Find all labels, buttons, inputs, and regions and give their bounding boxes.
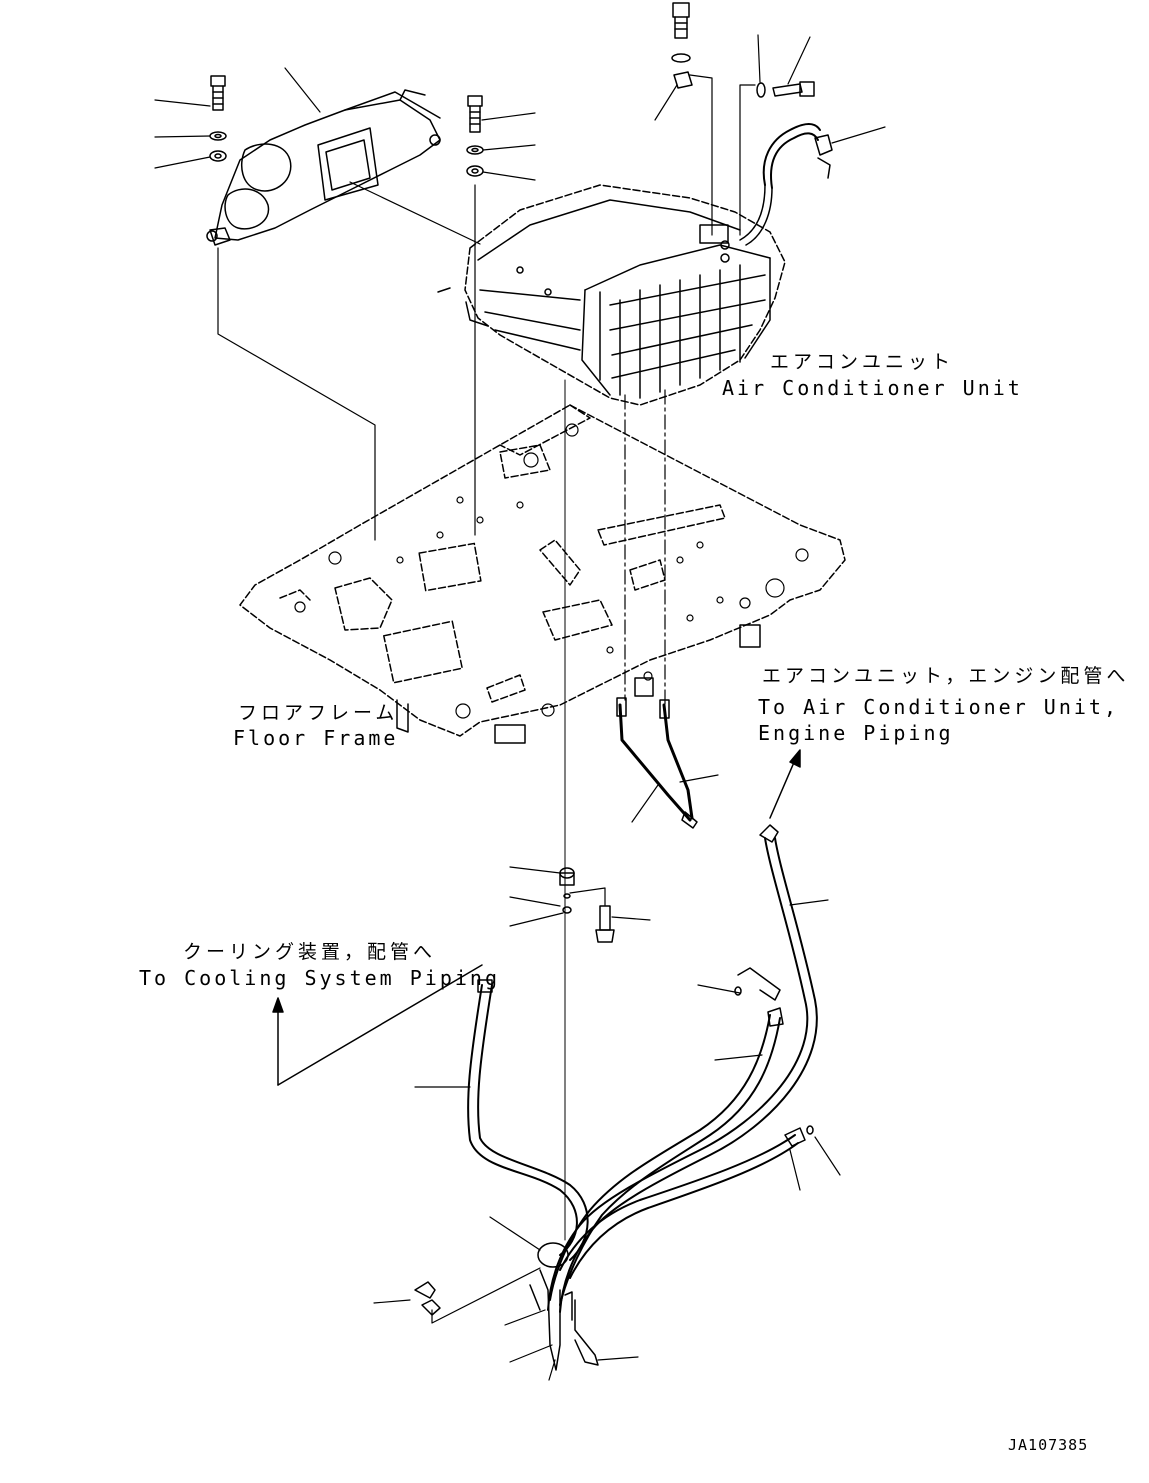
floor-frame-label-en: Floor Frame: [233, 726, 399, 750]
drawing-code: JA107385: [1008, 1436, 1089, 1454]
to-ac-label-jp: エアコンユニット，エンジン配管へ: [762, 665, 1130, 687]
to-ac-label-en-line1: To Air Conditioner Unit,: [758, 695, 1119, 719]
floor-frame-label-jp: フロアフレーム: [238, 702, 399, 724]
hose-fittings: [414, 824, 814, 1371]
duct-fasteners: [209, 75, 484, 177]
cooling-label-jp: クーリング装置，配管へ: [183, 941, 437, 963]
air-conditioner-unit-drawing: [437, 184, 786, 406]
air-duct-drawing: [206, 89, 441, 246]
direction-arrows: [272, 749, 801, 1086]
callout-leaders: [154, 34, 886, 1381]
pipe-segments: [616, 697, 698, 829]
floor-frame-drawing: [239, 404, 846, 737]
ac-fasteners: [671, 2, 833, 246]
middle-fittings: [559, 867, 615, 943]
to-ac-label-en-line2: Engine Piping: [758, 721, 954, 745]
floor-frame-holes: [294, 423, 809, 719]
hoses: [467, 837, 818, 1313]
cooling-label-en: To Cooling System Piping: [139, 966, 500, 990]
ac-unit-label-en: Air Conditioner Unit: [722, 376, 1023, 400]
floor-frame-feet: [396, 624, 761, 744]
ac-unit-label-jp: エアコンユニット: [770, 351, 955, 373]
